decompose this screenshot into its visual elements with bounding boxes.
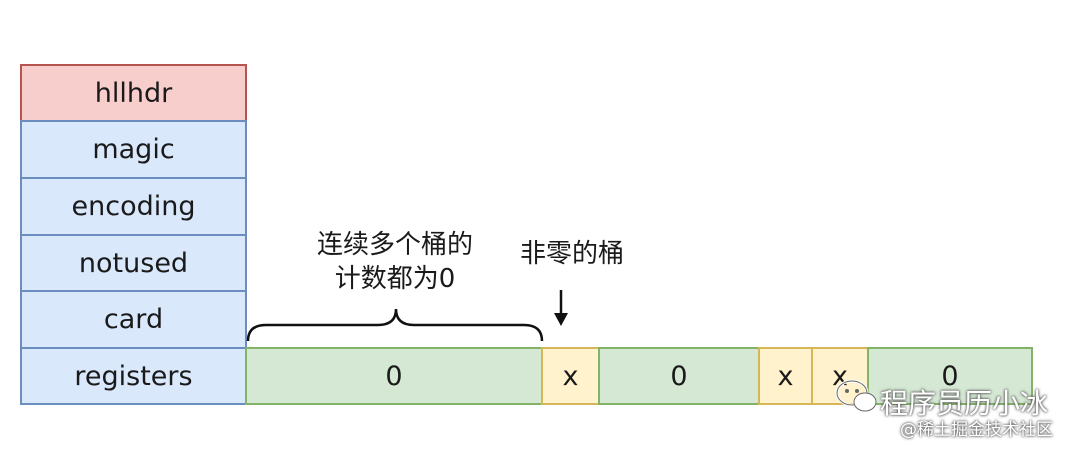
- zero-run-caption-line2: 计数都为0: [334, 264, 456, 294]
- field-hllhdr-label: hllhdr: [94, 77, 173, 109]
- watermark-subtitle: @稀土掘金技术社区: [900, 420, 1053, 440]
- wechat-icon: [835, 379, 877, 412]
- field-notused: notused: [20, 234, 247, 292]
- zero-run-caption-line1: 连续多个桶的: [316, 230, 473, 260]
- nonzero-caption: 非零的桶: [519, 239, 624, 269]
- field-registers-label: registers: [74, 360, 193, 392]
- bucket-label: 0: [385, 360, 403, 392]
- field-card: card: [20, 290, 247, 349]
- bucket-label: 0: [670, 360, 688, 392]
- bucket-nonzero-3: x: [811, 347, 869, 405]
- down-arrow-head: [554, 313, 568, 326]
- field-registers: registers: [20, 347, 247, 405]
- field-encoding-label: encoding: [71, 191, 196, 222]
- bucket-zero-run-1: 0: [245, 347, 543, 405]
- watermark-title: 程序员历小冰: [880, 387, 1049, 420]
- field-encoding: encoding: [20, 177, 247, 236]
- field-magic-label: magic: [92, 134, 175, 165]
- field-hllhdr: hllhdr: [20, 64, 247, 122]
- field-notused-label: notused: [78, 247, 189, 279]
- bucket-zero-run-3: 0: [867, 347, 1033, 405]
- zero-run-caption: 连续多个桶的 计数都为0: [305, 228, 485, 296]
- bucket-label: x: [562, 360, 579, 392]
- bucket-label: 0: [941, 360, 959, 392]
- curly-brace: [246, 308, 544, 342]
- bucket-label: x: [777, 360, 794, 392]
- field-card-label: card: [103, 304, 164, 335]
- bucket-zero-run-2: 0: [598, 347, 760, 405]
